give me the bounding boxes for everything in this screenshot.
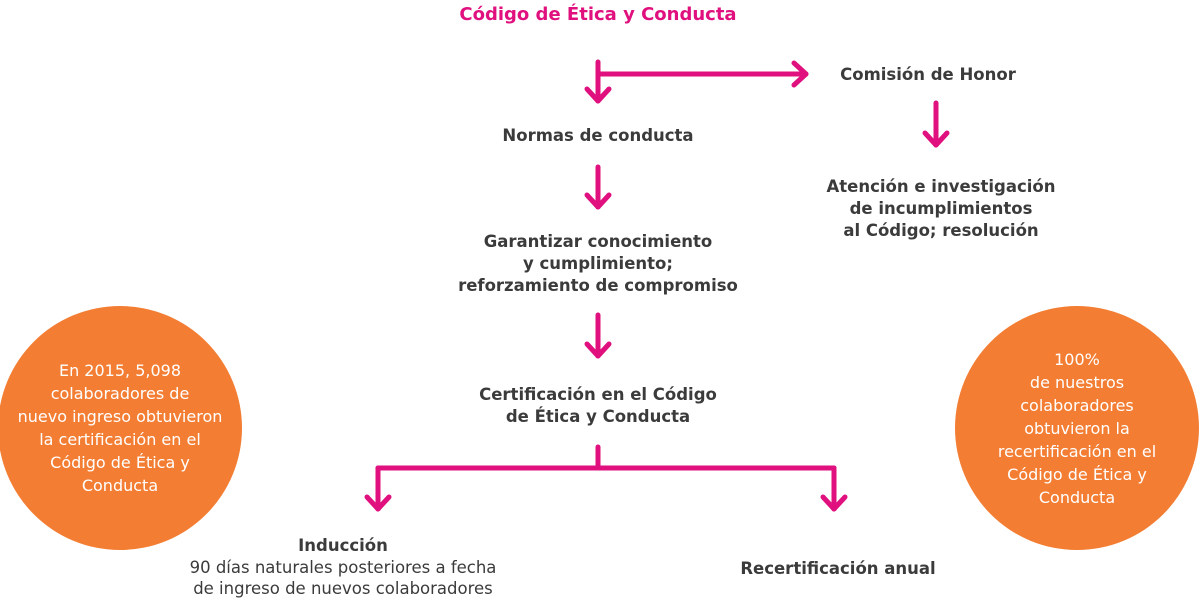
callout-left-line: En 2015, 5,098 <box>58 361 181 380</box>
arrow-to-recertification <box>820 465 848 512</box>
callout-right-line: colaboradores <box>1020 395 1134 415</box>
callout-right-line: de nuestros <box>1029 372 1125 392</box>
callout-left-line: Conducta <box>81 476 159 495</box>
arrow-norms-to-guarantee <box>584 164 612 210</box>
node-attention-line: de incumplimientos <box>849 199 1033 218</box>
callout-right-line: recertificación en el <box>997 441 1157 461</box>
node-guarantee-line: Garantizar conocimiento <box>483 232 713 251</box>
node-certification: Certificación en el Código de Ética y Co… <box>448 384 748 428</box>
arrow-to-induction <box>364 465 392 512</box>
branch-certification-split <box>375 444 837 471</box>
node-certification-line: de Ética y Conducta <box>505 407 691 426</box>
callout-left-line: colaboradores de <box>50 384 190 403</box>
node-commission: Comisión de Honor <box>840 65 1016 84</box>
node-guarantee: Garantizar conocimiento y cumplimiento; … <box>438 231 758 297</box>
node-induction: Inducción 90 días naturales posteriores … <box>168 535 518 599</box>
callout-left-line: la certificación en el <box>39 430 201 449</box>
callout-right-line: Código de Ética y <box>1007 464 1147 484</box>
node-attention: Atención e investigación de incumplimien… <box>796 176 1086 242</box>
node-attention-line: al Código; resolución <box>843 221 1039 240</box>
node-recertification: Recertificación anual <box>740 559 936 578</box>
node-attention-line: Atención e investigación <box>826 177 1056 196</box>
arrow-guarantee-to-certification <box>584 312 612 359</box>
callout-right-circle: 100% de nuestros colaboradores obtuviero… <box>955 306 1199 550</box>
callout-right-line: obtuvieron la <box>1024 418 1130 438</box>
diagram-title: Código de Ética y Conducta <box>459 4 737 25</box>
node-induction-heading: Inducción <box>298 536 388 555</box>
node-induction-body-line: 90 días naturales posteriores a fecha <box>189 558 497 577</box>
node-guarantee-line: y cumplimiento; <box>523 254 673 273</box>
arrow-title-to-norms <box>584 59 612 104</box>
arrow-to-commission <box>595 60 809 88</box>
callout-right-line: Conducta <box>1038 487 1116 507</box>
arrow-commission-to-attention <box>922 100 950 148</box>
callout-left-circle: En 2015, 5,098 colaboradores de nuevo in… <box>0 306 242 550</box>
node-certification-line: Certificación en el Código <box>479 385 717 404</box>
node-guarantee-line: reforzamiento de compromiso <box>458 276 738 295</box>
node-norms: Normas de conducta <box>502 126 694 145</box>
callout-right-line: 100% <box>1054 349 1100 369</box>
callout-left-line: nuevo ingreso obtuvieron <box>17 407 223 426</box>
node-induction-body-line: de ingreso de nuevos colaboradores <box>193 579 493 598</box>
callout-left-line: Código de Ética y <box>50 453 190 472</box>
